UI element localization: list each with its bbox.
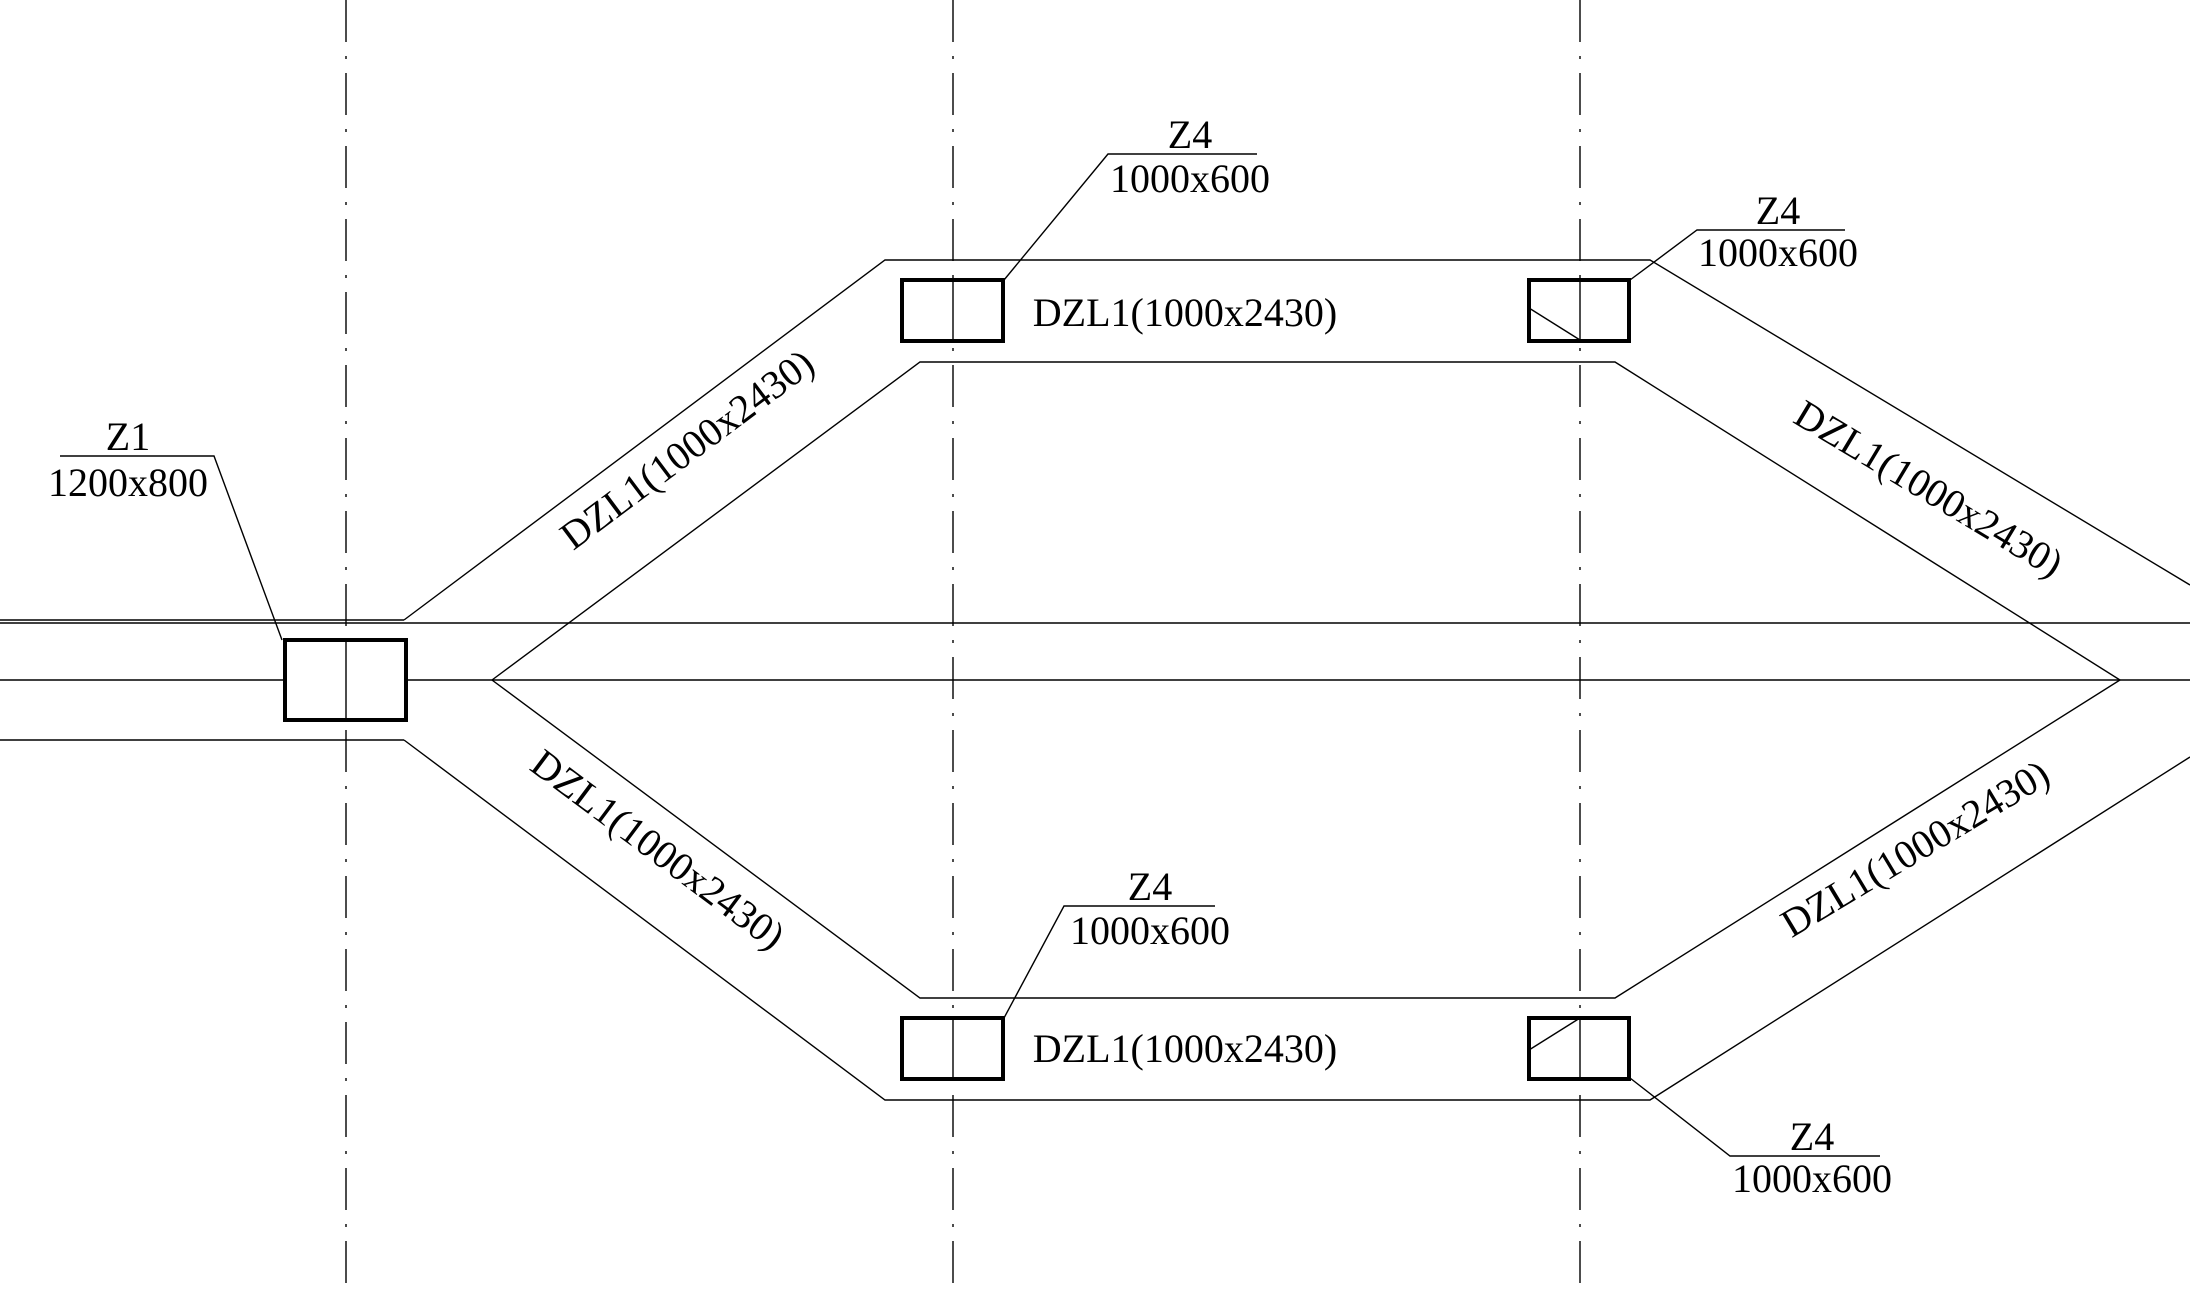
tag-z4-top-right-name: Z4 — [1756, 188, 1800, 233]
beam-inner-edge — [490, 361, 2122, 999]
beam-label-lower-left: DZL1(1000x2430) — [523, 740, 794, 958]
leader-z1 — [60, 455, 283, 641]
axis-lines — [345, 0, 1581, 1292]
beam-label-bottom: DZL1(1000x2430) — [1033, 1026, 1337, 1071]
tag-z4-bottom-left-size: 1000x600 — [1070, 908, 1230, 953]
column-z4-bottom-right — [1527, 1016, 1631, 1081]
leader-lines — [60, 153, 1880, 1157]
leader-z4-bottom-left — [1003, 905, 1215, 1019]
beam-label-lower-right: DZL1(1000x2430) — [1773, 751, 2057, 946]
break-through-top-right — [1528, 307, 1581, 341]
tag-z4-top-right-size: 1000x600 — [1698, 230, 1858, 275]
beam-label-top: DZL1(1000x2430) — [1033, 290, 1337, 335]
tag-z1-size: 1200x800 — [48, 460, 208, 505]
column-tags: Z1 1200x800 Z4 1000x600 Z4 1000x600 Z4 1… — [48, 112, 1892, 1201]
tag-z4-top-left-size: 1000x600 — [1110, 156, 1270, 201]
beam-label-upper-left: DZL1(1000x2430) — [552, 340, 823, 558]
tag-z4-bottom-right-size: 1000x600 — [1732, 1156, 1892, 1201]
break-through-bottom-right — [1528, 1017, 1581, 1051]
axis-through-columns — [345, 280, 1581, 1079]
tag-z4-bottom-right-name: Z4 — [1790, 1114, 1834, 1159]
leader-z4-top-right — [1629, 229, 1845, 281]
beam-outer-edge-bottom — [403, 739, 2190, 1101]
column-z4-top-right — [1527, 278, 1631, 343]
beam-outer-edge-top — [403, 259, 2190, 621]
leader-z4-bottom-right — [1629, 1077, 1880, 1157]
tag-z1-name: Z1 — [106, 414, 150, 459]
tag-z4-top-left-name: Z4 — [1168, 112, 1212, 157]
leader-z4-top-left — [1003, 153, 1257, 281]
tag-z4-bottom-left-name: Z4 — [1128, 864, 1172, 909]
